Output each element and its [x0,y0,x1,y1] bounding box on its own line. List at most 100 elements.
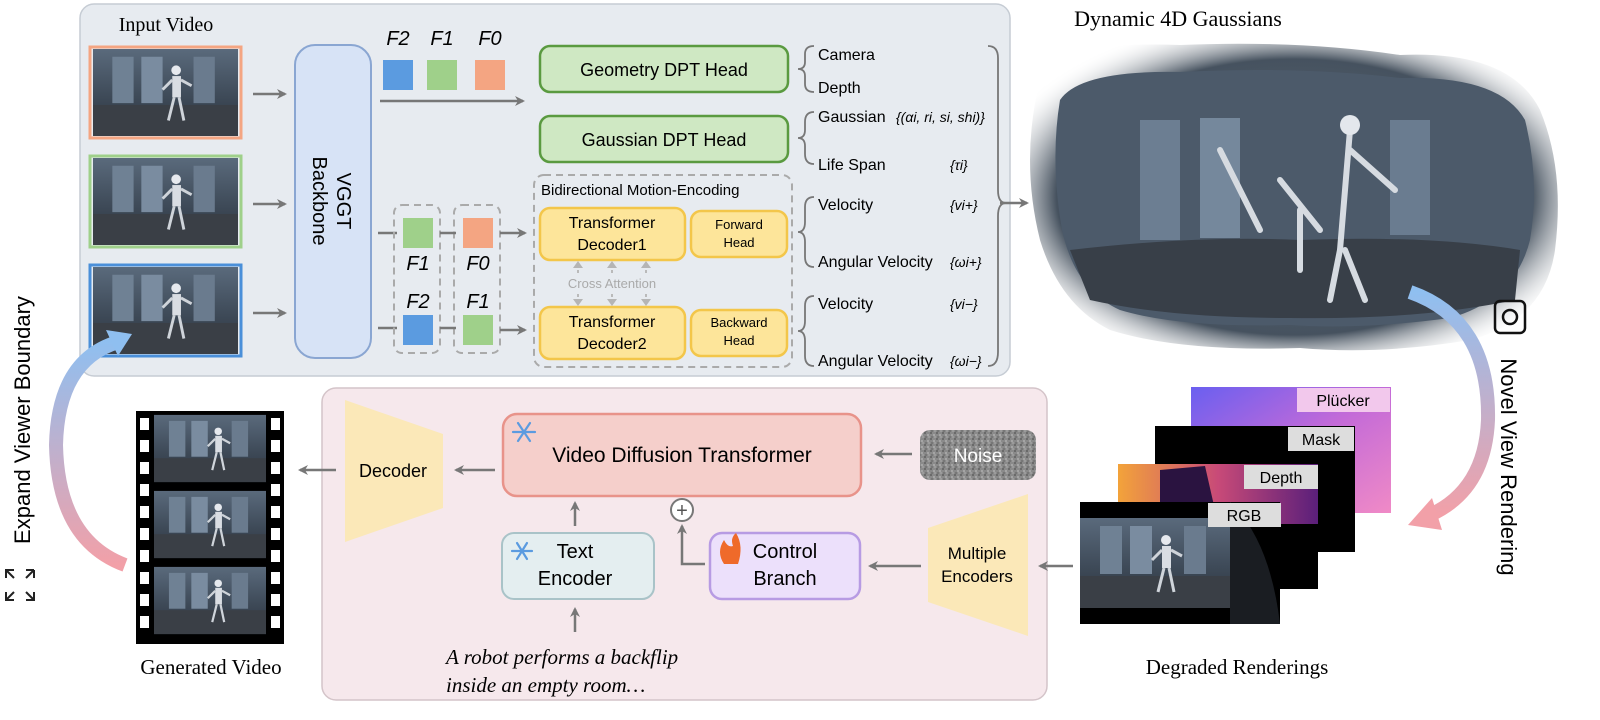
noise-label: Noise [954,446,1003,467]
novel-view-label: Novel View Rendering [1496,358,1521,575]
add-node [670,498,694,522]
svg-text:Multiple: Multiple [948,544,1007,563]
novel-view-arrowhead [1408,498,1442,530]
text-encoder [501,532,655,600]
feature-f1-bot [463,315,493,345]
input-frame-2 [92,158,239,245]
feature-labels-lower: F1 F0 F2 F1 [406,253,489,313]
input-frame-3-border [88,263,243,358]
geometry-dpt-head [538,44,790,94]
feature-group-left [393,204,441,354]
svg-text:Angular Velocity: Angular Velocity [818,353,933,370]
feature-f2-bot [403,315,433,345]
prompt-line-1: A robot performs a backflip [444,645,678,669]
svg-text:Angular Velocity: Angular Velocity [818,254,933,271]
feature-f2-top [383,60,413,90]
feature-f1-top [427,60,457,90]
svg-text:F2: F2 [406,291,429,313]
control-branch [708,531,862,601]
svg-text:{ωi+}: {ωi+} [950,254,982,270]
svg-text:Decoder2: Decoder2 [577,336,646,353]
arrow-control-add [677,524,705,566]
decoder-shape [345,400,443,542]
svg-text:F0: F0 [478,28,501,50]
svg-text:Velocity: Velocity [818,296,873,313]
svg-text:F2: F2 [386,28,409,50]
svg-text:{(αi, ri, si, shi)}: {(αi, ri, si, shi)} [896,109,985,125]
rgb-label: RGB [1227,508,1262,525]
mask-label: Mask [1302,432,1341,449]
svg-text:Transformer: Transformer [569,215,656,232]
svg-text:{τi}: {τi} [950,157,968,173]
plucker-label: Plücker [1316,393,1370,410]
svg-text:Head: Head [723,235,754,250]
svg-text:Forward: Forward [715,217,763,232]
rgb-frame [1080,518,1230,608]
gaussians-render [1030,43,1558,351]
svg-text:Text: Text [557,541,594,563]
output-symbols: {(αi, ri, si, shi)} {τi} {vi+} {ωi+} {vi… [896,109,985,369]
svg-text:Encoder: Encoder [538,568,613,590]
svg-text:Backbone: Backbone [308,157,330,246]
text-encoder-snowflake-icon [510,541,534,561]
svg-text:VGGT: VGGT [332,173,354,230]
rgb-tag [1208,503,1281,527]
svg-text:{ωi−}: {ωi−} [950,353,982,369]
generated-video-title: Generated Video [140,655,281,679]
svg-text:Encoders: Encoders [941,567,1013,586]
vggt-backbone [294,44,372,359]
mask-tag [1288,427,1354,451]
svg-text:Camera: Camera [818,47,875,64]
feature-group-right [453,204,501,354]
cross-attention-label: Cross Attention [568,276,656,291]
forward-head [689,209,789,259]
motion-encoding-group [533,174,793,368]
feature-f1-mid [403,218,433,248]
input-video-title: Input Video [119,14,214,36]
depth-label: Depth [1260,470,1303,487]
svg-text:Decoder1: Decoder1 [577,237,646,254]
svg-text:{vi+}: {vi+} [950,197,978,213]
expand-icon [5,569,35,601]
geometry-dpt-head-label: Geometry DPT Head [580,60,748,80]
motion-encoding-title: Bidirectional Motion-Encoding [541,182,739,199]
feature-f0-top [475,60,505,90]
feature-f0-mid [463,218,493,248]
svg-text:Transformer: Transformer [569,314,656,331]
svg-text:Backward: Backward [710,315,767,330]
noise-box [920,430,1036,480]
plucker-tag [1297,388,1390,412]
novel-view-arc [1407,285,1496,522]
flame-icon [720,533,741,564]
input-frame-2-border [88,154,243,249]
input-frame-1-border [88,45,243,140]
svg-text:Head: Head [723,333,754,348]
vggt-backbone-label: VGGT Backbone [308,157,354,246]
svg-text:F0: F0 [466,253,489,275]
multiple-encoders-shape [928,494,1028,636]
input-frame-1 [92,49,239,136]
camera-icon [1493,299,1527,335]
transformer-decoder2 [538,305,687,361]
svg-text:F1: F1 [466,291,489,313]
rgb-shadow [1230,502,1280,624]
snowflake-icon [511,421,537,443]
cross-attention-arrowheads [573,261,651,306]
svg-text:Velocity: Velocity [818,197,873,214]
depth-tag [1244,465,1318,489]
vdt-label: Video Diffusion Transformer [552,444,812,467]
svg-text:{vi−}: {vi−} [950,296,978,312]
svg-text:Branch: Branch [753,568,816,590]
film-strip [136,411,284,644]
backward-head [689,308,789,358]
video-diffusion-transformer [501,412,863,498]
expand-label: Expand Viewer Boundary [10,296,35,544]
svg-text:Gaussian: Gaussian [818,109,886,126]
decoder-label: Decoder [359,461,427,481]
svg-text:F1: F1 [430,28,453,50]
svg-text:Control: Control [753,541,817,563]
cross-attention-bg [562,275,662,292]
gaussians-title: Dynamic 4D Gaussians [1074,6,1282,31]
